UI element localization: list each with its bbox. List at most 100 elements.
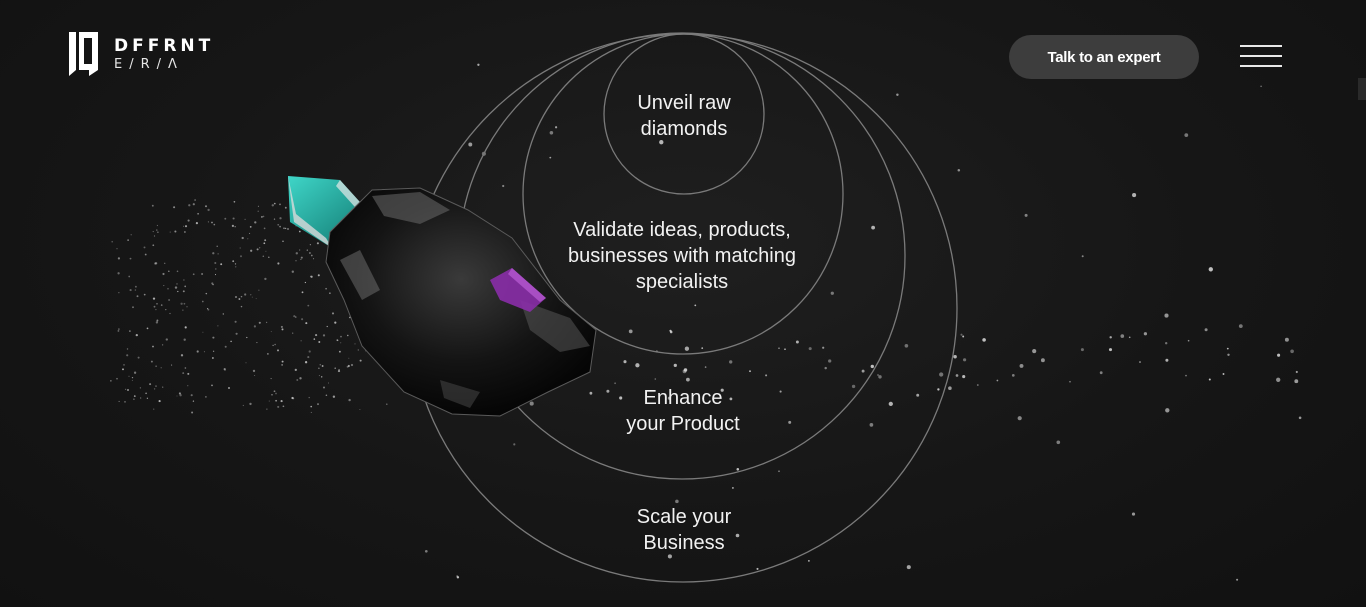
particle-dot [152,297,156,300]
particle-dot [240,255,242,258]
particle-dot [316,242,319,245]
particle-dot [134,285,137,288]
particle-dot [274,343,276,346]
particle-dot [554,126,558,129]
particle-dot [299,377,302,380]
particle-dot [128,275,131,278]
particle-dot [128,375,130,377]
particle-dot [162,272,165,276]
particle-dot [996,379,999,382]
particle-dot [295,260,297,262]
particle-dot [241,236,244,240]
particle-dot [308,350,311,353]
particle-dot [182,372,185,375]
particle-dot [1011,374,1015,377]
particle-dot [282,240,284,242]
particle-dot [720,388,724,392]
particle-dot [129,257,132,260]
particle-dot [295,252,298,255]
particle-dot [301,318,304,321]
particle-dot [184,231,186,233]
particle-dot [338,350,341,353]
scrollbar-thumb[interactable] [1358,78,1366,100]
particle-dot [263,242,266,245]
particle-dot [201,272,204,276]
particle-dot [1108,348,1113,352]
particle-dot [305,322,308,325]
particle-dot [133,371,137,374]
particle-dot [684,346,690,351]
particle-dot [635,363,640,368]
particle-dot [282,405,285,408]
particle-dot [212,252,215,255]
particle-dot [329,292,331,294]
talk-to-expert-button[interactable]: Talk to an expert [1009,35,1199,79]
particle-dot [164,262,166,264]
particle-dot [267,353,269,355]
particle-dot [301,291,304,294]
particle-dot [731,486,734,489]
particle-dot [258,289,260,291]
particle-dot [139,387,142,389]
particle-dot [271,204,274,207]
particle-dot [270,331,272,333]
particle-dot [1208,267,1213,272]
particle-dot [318,375,320,377]
particle-dot [202,331,204,333]
particle-dot [263,227,266,230]
particle-dot [456,575,459,578]
particle-dot [152,244,155,247]
particle-dot [258,321,261,324]
particle-dot [184,326,187,329]
particle-dot [150,360,153,363]
particle-dot [178,392,181,395]
particle-dot [234,295,238,299]
particle-dot [156,319,159,322]
particle-dot [317,403,319,406]
particle-dot [126,348,129,350]
particle-dot [749,370,751,373]
particle-dot [214,261,217,265]
particle-dot [256,248,259,251]
particle-dot [1080,348,1084,352]
particle-dot [143,293,146,296]
particle-dot [348,398,351,402]
particle-dot [195,222,198,225]
particle-dot [194,199,196,201]
particle-dot [183,302,186,305]
particle-dot [1019,363,1024,368]
particle-dot [169,231,171,233]
particle-dot [1276,377,1281,382]
particle-dot [155,365,157,367]
particle-dot [205,396,207,398]
particle-dot [268,256,270,259]
particle-dot [284,227,287,230]
particle-dot [513,443,516,446]
particle-dot [262,255,265,257]
particle-dot [606,389,610,393]
particle-dot [152,231,154,233]
particle-dot [212,283,214,286]
particle-dot [300,340,302,342]
brand-logo[interactable]: DFFRNT E/R/Λ [67,30,214,78]
particle-dot [158,400,161,403]
particle-dot [273,202,276,205]
particle-dot [313,338,316,340]
particle-dot [708,129,712,132]
hamburger-menu-icon[interactable] [1240,44,1282,68]
particle-dot [264,239,267,242]
particle-dot [778,347,780,350]
particle-dot [299,249,301,251]
particle-dot [137,356,140,359]
particle-dot [1260,85,1262,88]
particle-dot [234,320,237,323]
particle-dot [203,351,205,353]
particle-dot [279,225,281,228]
particle-dot [304,361,308,364]
particle-dot [251,296,253,298]
particle-dot [149,383,152,386]
particle-dot [667,396,671,400]
particle-dot [424,549,428,553]
particle-dot [1187,339,1190,342]
